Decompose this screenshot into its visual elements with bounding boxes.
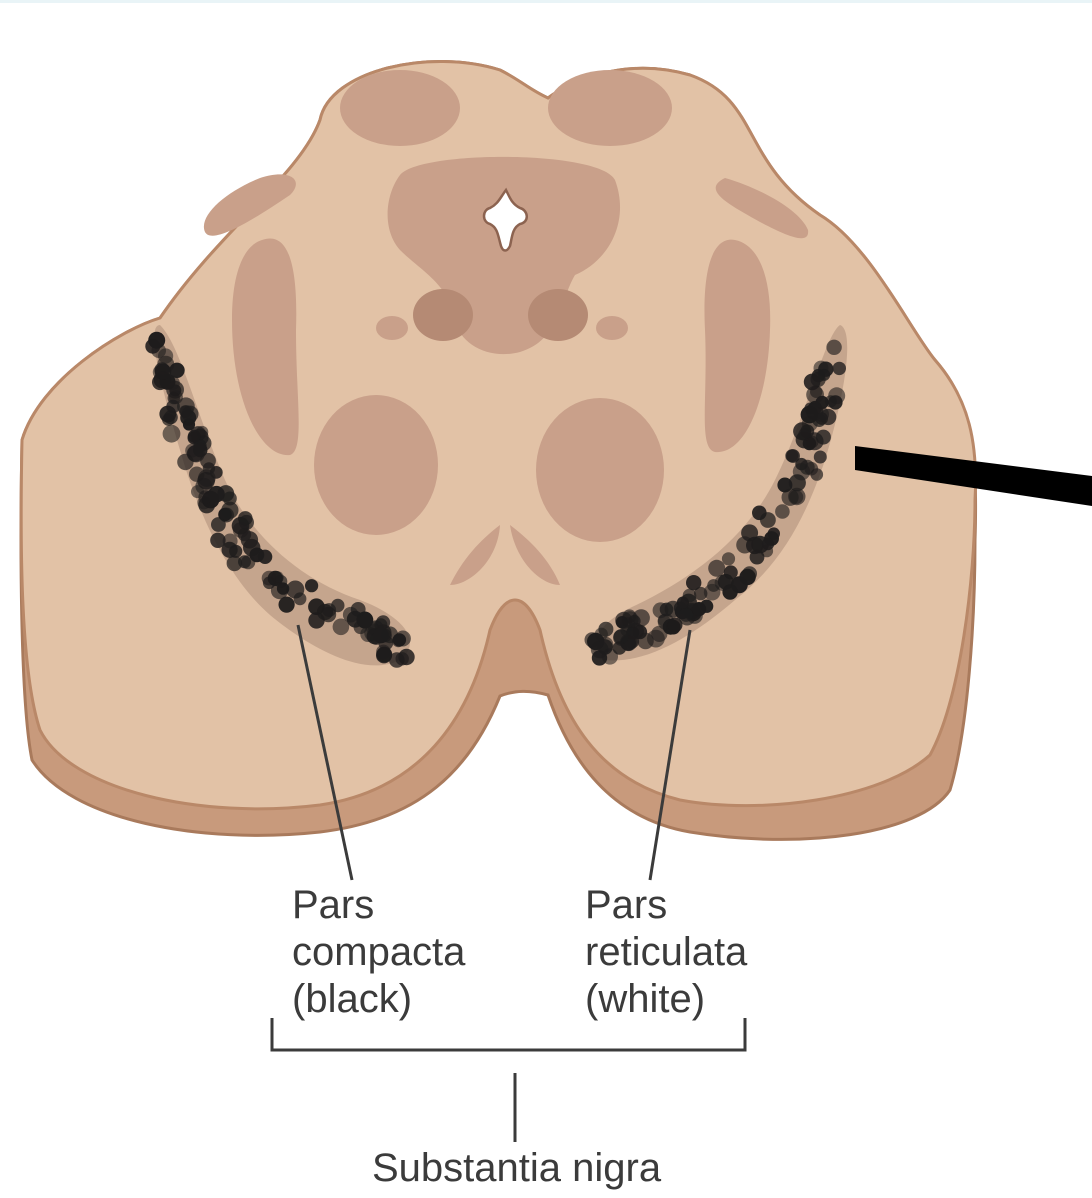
neuron-dot bbox=[722, 584, 737, 599]
neuron-dot bbox=[814, 451, 827, 464]
pars-compacta-line3: (black) bbox=[292, 976, 465, 1023]
neuron-dot bbox=[211, 517, 226, 532]
neuron-dot bbox=[660, 603, 674, 617]
substantia-nigra-label: Substantia nigra bbox=[372, 1145, 661, 1192]
neuron-dot bbox=[677, 597, 689, 609]
left-colliculus bbox=[340, 70, 460, 146]
neuron-dot bbox=[775, 504, 790, 519]
neuron-dot bbox=[221, 502, 238, 519]
neuron-dot bbox=[724, 565, 738, 579]
neuron-dot bbox=[818, 369, 830, 381]
neuron-dot bbox=[722, 552, 735, 565]
neuron-dot bbox=[741, 524, 758, 541]
neuron-dot bbox=[163, 425, 181, 443]
neuron-dot bbox=[396, 652, 409, 665]
pars-compacta-line1: Pars bbox=[292, 882, 465, 929]
neuron-dot bbox=[188, 430, 201, 443]
neuron-dot bbox=[305, 579, 318, 592]
right-red-nucleus bbox=[536, 398, 664, 542]
neuron-dot bbox=[241, 531, 258, 548]
neuron-dot bbox=[381, 626, 398, 643]
neuron-dot bbox=[789, 490, 803, 504]
neuron-dot bbox=[351, 602, 366, 617]
neuron-dot bbox=[177, 454, 193, 470]
neuron-dot bbox=[800, 424, 814, 438]
neuron-dot bbox=[159, 406, 176, 423]
neuron-dot bbox=[279, 597, 295, 613]
neuron-dot bbox=[795, 458, 807, 470]
neuron-dot bbox=[189, 467, 204, 482]
neuron-dot bbox=[668, 618, 683, 633]
neuron-dot bbox=[155, 364, 171, 380]
neuron-dot bbox=[262, 571, 277, 586]
neuron-dot bbox=[816, 430, 831, 445]
neuron-dot bbox=[222, 542, 238, 558]
neuron-dot bbox=[208, 486, 225, 503]
neuron-dot bbox=[602, 648, 618, 664]
pars-reticulata-line3: (white) bbox=[585, 976, 747, 1023]
left-oculomotor-nucleus bbox=[413, 289, 473, 341]
neuron-dot bbox=[739, 569, 755, 585]
pars-reticulata-label: Pars reticulata (white) bbox=[585, 882, 747, 1023]
right-colliculus bbox=[548, 70, 672, 146]
neuron-dot bbox=[210, 466, 223, 479]
neuron-dot bbox=[692, 602, 706, 616]
pars-compacta-label: Pars compacta (black) bbox=[292, 882, 465, 1023]
neuron-dot bbox=[333, 619, 350, 636]
neuron-dot bbox=[308, 612, 324, 628]
neuron-dot bbox=[622, 611, 639, 628]
pars-reticulata-line2: reticulata bbox=[585, 929, 747, 976]
right-small-nucleus bbox=[596, 316, 628, 340]
right-oculomotor-nucleus bbox=[528, 289, 588, 341]
top-border bbox=[0, 0, 1092, 3]
neuron-dot bbox=[182, 406, 199, 423]
neuron-dot bbox=[238, 555, 251, 568]
neuron-dot bbox=[777, 478, 792, 493]
left-small-nucleus bbox=[376, 316, 408, 340]
neuron-dot bbox=[750, 550, 765, 565]
left-red-nucleus bbox=[314, 395, 438, 535]
neuron-dot bbox=[258, 550, 272, 564]
pars-compacta-line2: compacta bbox=[292, 929, 465, 976]
neuron-dot bbox=[148, 332, 165, 349]
neuron-dot bbox=[833, 362, 846, 375]
pars-reticulata-line1: Pars bbox=[585, 882, 747, 929]
neuron-dot bbox=[752, 506, 767, 521]
neuron-dot bbox=[708, 560, 725, 577]
neuron-dot bbox=[768, 527, 780, 539]
neuron-dot bbox=[686, 575, 701, 590]
neuron-dot bbox=[193, 443, 207, 457]
neuron-dot bbox=[801, 406, 819, 424]
neuron-dot bbox=[294, 592, 307, 605]
neuron-dot bbox=[239, 515, 254, 530]
neuron-dot bbox=[191, 485, 204, 498]
neuron-dot bbox=[376, 647, 392, 663]
neuron-dot bbox=[816, 396, 829, 409]
neuron-dot bbox=[166, 381, 184, 399]
neuron-dot bbox=[826, 340, 841, 355]
neuron-dot bbox=[158, 348, 173, 363]
neuron-dot bbox=[679, 608, 693, 622]
neuron-dot bbox=[647, 630, 665, 648]
